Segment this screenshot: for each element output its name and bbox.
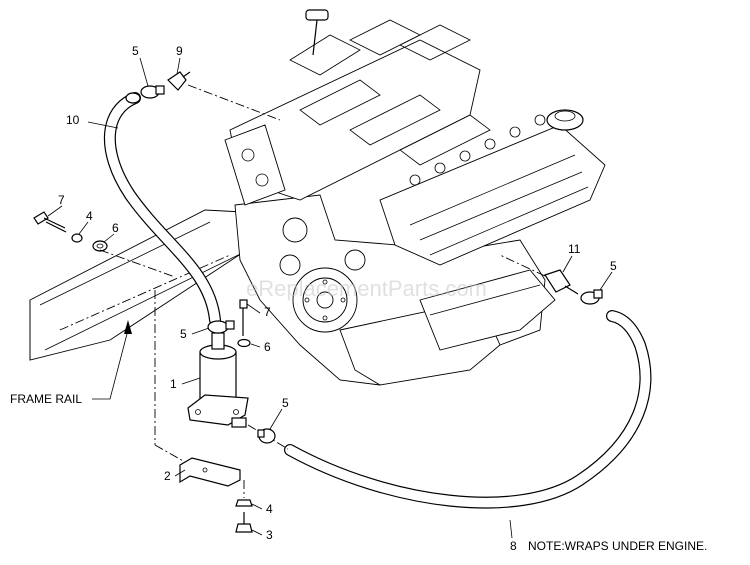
clamp-top [140,85,165,99]
callout-1: 1 [170,377,177,391]
frame-rail [29,209,302,361]
callout-5-engine: 5 [610,259,617,273]
callout-7-frame: 7 [58,193,65,207]
watermark: eReplacementParts.com [246,276,487,301]
reservoir-washer [237,338,251,348]
frame-nut [92,240,108,252]
upper-hose [104,92,221,326]
frame-washer [71,233,83,243]
callout-8: 8 [510,539,517,553]
callout-5-reservoir-outlet: 5 [282,396,289,410]
callout-3: 3 [266,528,273,542]
callout-5-top: 5 [132,44,139,58]
clamp-engine-side [580,289,603,305]
frame-rail-label: FRAME RAIL [10,392,82,406]
callout-6-reservoir: 6 [264,340,271,354]
frame-bolt [33,211,67,233]
mount-bracket [179,457,241,487]
bracket-bolt [235,512,253,533]
callout-2: 2 [164,469,171,483]
callout-4-bracket: 4 [266,502,273,516]
reservoir-bolt [239,299,248,336]
engine-block [224,9,606,386]
callout-5-reservoir-top: 5 [180,327,187,341]
callout-10: 10 [66,113,80,127]
coolant-reservoir [187,332,249,428]
elbow-fitting [167,71,191,91]
note-label: NOTE:WRAPS UNDER ENGINE. [528,539,707,553]
callout-7-reservoir: 7 [264,305,271,319]
clamp-reservoir-top [207,320,235,334]
lower-hose [284,310,652,509]
leader-lines [47,57,613,539]
callout-9: 9 [176,44,183,58]
clamp-reservoir-outlet [257,428,276,444]
callout-4-frame: 4 [86,209,93,223]
callout-11: 11 [568,242,581,256]
engine-fitting [544,269,579,295]
callout-6-frame: 6 [112,221,119,235]
bracket-nut [235,499,253,507]
